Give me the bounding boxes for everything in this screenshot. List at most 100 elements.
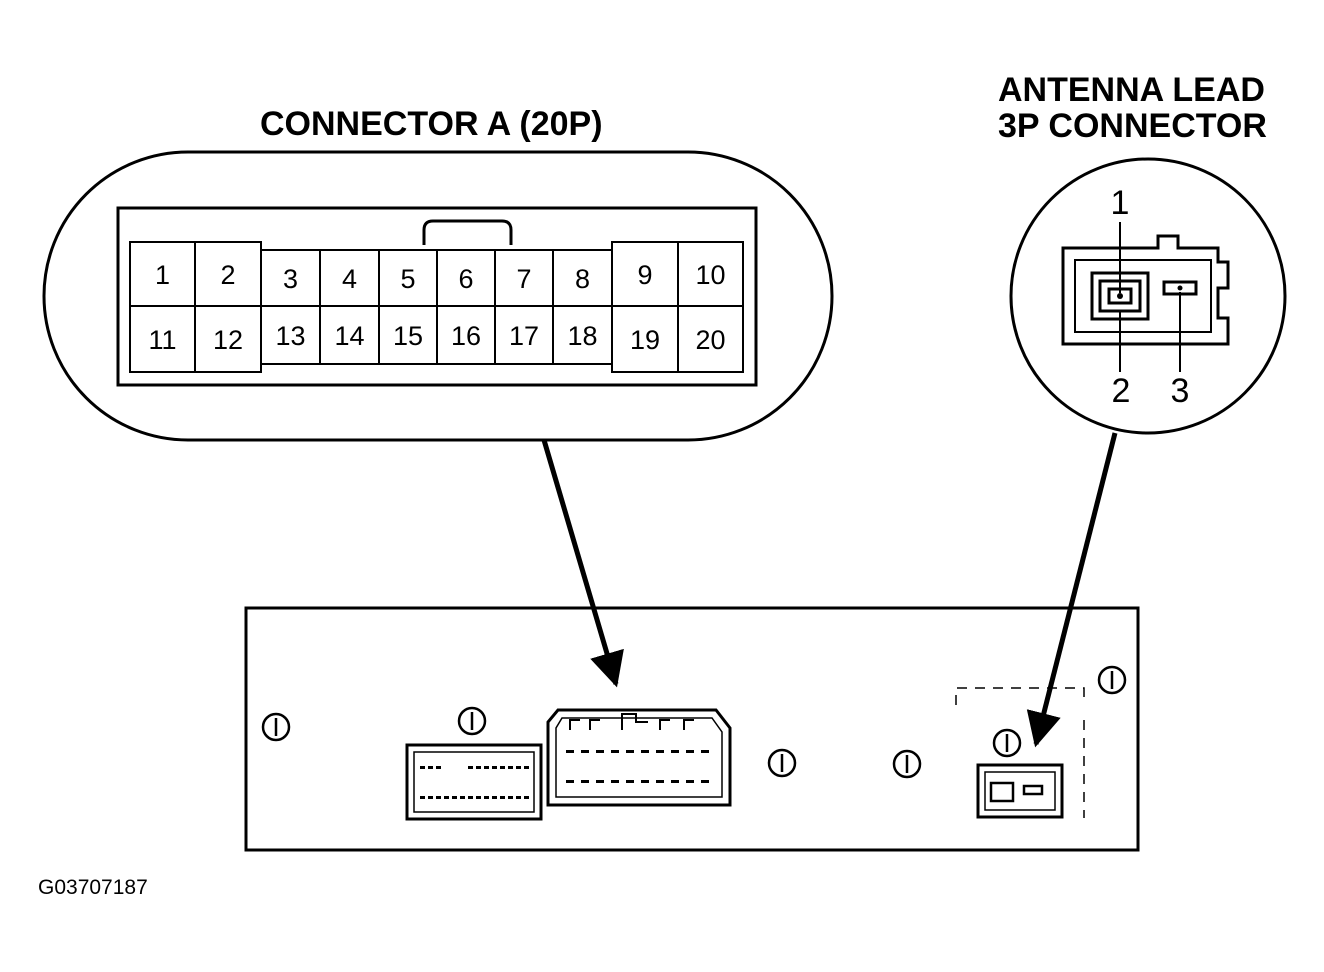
panel-pin-mark xyxy=(516,796,521,799)
panel-pin-mark xyxy=(444,796,449,799)
screw-icon xyxy=(892,749,922,779)
connector-a-title: CONNECTOR A (20P) xyxy=(260,105,603,143)
panel-pin-mark xyxy=(686,780,694,783)
panel-pin-mark xyxy=(656,780,664,783)
screw-icon xyxy=(1097,665,1127,695)
panel-pin-mark xyxy=(626,780,634,783)
panel-pin-mark xyxy=(468,766,473,769)
panel-pin-mark xyxy=(460,796,465,799)
connector-a-pin-label: 6 xyxy=(458,264,473,294)
antenna-pin3-contact xyxy=(1177,285,1183,291)
connector-a-pin-label: 11 xyxy=(148,325,176,355)
head-unit-antenna-area-outline xyxy=(955,687,1085,818)
panel-pin-mark xyxy=(656,750,664,753)
connector-a-pin-label: 13 xyxy=(275,321,305,351)
panel-pin-mark xyxy=(671,780,679,783)
antenna-arrow xyxy=(1026,432,1118,748)
panel-pin-mark xyxy=(436,796,441,799)
connector-a-pin-cell xyxy=(677,305,744,373)
connector-a-pin-label: 14 xyxy=(334,321,364,351)
screw-icon xyxy=(457,706,487,736)
panel-pin-mark xyxy=(566,780,574,783)
connector-a-pin-label: 10 xyxy=(695,260,725,290)
panel-pin-mark xyxy=(524,796,529,799)
panel-pin-mark xyxy=(686,750,694,753)
connector-a-pin-label: 20 xyxy=(695,325,725,355)
connector-a-pin-label: 15 xyxy=(393,321,423,351)
panel-pin-mark xyxy=(492,766,497,769)
antenna-housing-inner xyxy=(1074,259,1212,333)
panel-pin-mark xyxy=(524,766,529,769)
head-unit-connector-a-inner xyxy=(555,717,723,798)
head-unit-small-connector-pins xyxy=(420,766,529,799)
panel-pin-mark xyxy=(500,766,505,769)
panel-pin-mark xyxy=(641,750,649,753)
antenna-pin-label-3: 3 xyxy=(1171,372,1190,410)
panel-pin-mark xyxy=(701,780,709,783)
connector-a-housing xyxy=(116,206,758,387)
panel-pin-mark xyxy=(500,796,505,799)
connector-a-pin-label: 17 xyxy=(509,321,539,351)
connector-a-pin-label: 18 xyxy=(567,321,597,351)
panel-pin-mark xyxy=(468,796,473,799)
connector-a-arrow xyxy=(541,439,624,688)
panel-pin-mark xyxy=(626,750,634,753)
connector-a-pin-label: 2 xyxy=(220,260,235,290)
panel-pin-mark xyxy=(641,780,649,783)
antenna-connector-title-line2: 3P CONNECTOR xyxy=(998,107,1267,145)
connector-a-callout-outline xyxy=(42,150,834,442)
connector-a-pin-label: 4 xyxy=(342,264,357,294)
head-unit-antenna-jack-inner xyxy=(984,771,1056,811)
panel-pin-mark xyxy=(428,766,433,769)
connector-a-pin-label: 9 xyxy=(637,260,652,290)
panel-pin-mark xyxy=(516,766,521,769)
antenna-callout-outline xyxy=(1009,157,1287,435)
head-unit-antenna-pin3 xyxy=(1022,784,1044,796)
head-unit-rear-panel xyxy=(244,606,1140,852)
head-unit-antenna-jack xyxy=(976,763,1064,819)
figure-id: G03707187 xyxy=(38,876,148,899)
panel-pin-mark xyxy=(596,750,604,753)
panel-pin-mark xyxy=(484,766,489,769)
connector-a-pin-label: 16 xyxy=(451,321,481,351)
antenna-pin-label-2: 2 xyxy=(1112,372,1131,410)
panel-pin-mark xyxy=(701,750,709,753)
head-unit-connector-a xyxy=(546,708,732,807)
head-unit-small-connector-inner xyxy=(413,751,535,813)
head-unit-antenna-coax xyxy=(989,781,1015,803)
connector-a-latch xyxy=(422,219,513,245)
connector-a-pin-label: 19 xyxy=(630,325,660,355)
panel-pin-mark xyxy=(581,750,589,753)
panel-pin-mark xyxy=(476,796,481,799)
head-unit-connector-a-latches xyxy=(569,713,694,730)
connector-a-pin-label: 7 xyxy=(516,264,531,294)
panel-pin-mark xyxy=(476,766,481,769)
head-unit-connector-a-pins xyxy=(566,750,709,783)
antenna-connector-housing xyxy=(1061,234,1230,346)
panel-pin-mark xyxy=(420,766,425,769)
panel-pin-mark xyxy=(420,796,425,799)
connector-a-pin-label: 3 xyxy=(283,264,298,294)
antenna-connector-title-line1: ANTENNA LEAD xyxy=(998,71,1265,109)
antenna-pin-label-1: 1 xyxy=(1111,184,1130,222)
connector-a-pin-label: 12 xyxy=(213,325,243,355)
panel-pin-mark xyxy=(508,766,513,769)
connector-a-pin-label: 1 xyxy=(155,260,170,290)
connector-a-pin-label: 5 xyxy=(400,264,415,294)
panel-pin-mark xyxy=(581,780,589,783)
panel-pin-mark xyxy=(428,796,433,799)
screw-icon xyxy=(767,748,797,778)
screw-icon xyxy=(992,728,1022,758)
screw-icon xyxy=(261,712,291,742)
panel-pin-mark xyxy=(671,750,679,753)
head-unit-small-connector xyxy=(405,743,543,821)
panel-pin-mark xyxy=(596,780,604,783)
connector-a-pin-label: 8 xyxy=(575,264,590,294)
panel-pin-mark xyxy=(508,796,513,799)
panel-pin-mark xyxy=(436,766,441,769)
panel-pin-mark xyxy=(566,750,574,753)
panel-pin-mark xyxy=(484,796,489,799)
antenna-pin1-contact xyxy=(1117,293,1123,299)
